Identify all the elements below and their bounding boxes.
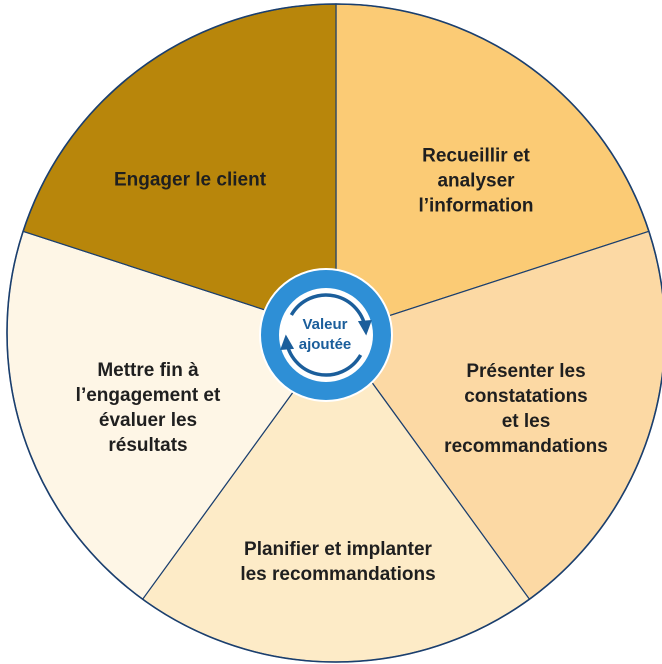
segment-label-engager-le-client: Engager le client bbox=[113, 169, 267, 191]
segment-label-presenter: Présenter les constatations et les recom… bbox=[444, 361, 608, 457]
wheel-rim bbox=[6, 3, 662, 663]
cycle-arrowhead-icon bbox=[357, 319, 372, 336]
segment-label-planifier: Planifier et implanter les recommandatio… bbox=[240, 539, 436, 585]
center-label-valeur-ajoutee: Valeur ajoutée bbox=[298, 316, 352, 353]
hub-center bbox=[279, 288, 373, 382]
cycle-arrow-arc-icon bbox=[289, 293, 368, 332]
segment-label-mettre-fin: Mettre fin à l’engagement et évaluer les… bbox=[75, 360, 221, 456]
segment-label-recueillir: Recueillir et analyser l’information bbox=[418, 145, 534, 217]
cycle-arrowhead-icon bbox=[280, 334, 295, 351]
cycle-arrow-arc-icon bbox=[284, 338, 363, 377]
